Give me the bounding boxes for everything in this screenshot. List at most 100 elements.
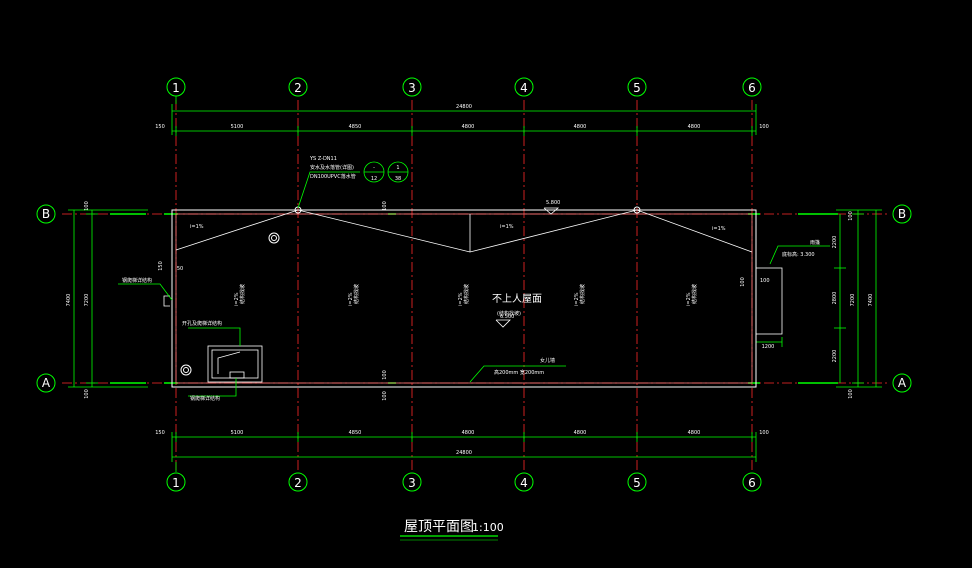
parapet-label: 女儿墙 [540, 357, 555, 364]
slope-dir-1: 结构找坡 [239, 284, 246, 304]
bottom-ladder-note: 钢爬梯详结构 [190, 395, 220, 402]
dim-mark-100-bottom: 100 [382, 370, 388, 380]
annotations: YS Z-DN11 安水及水落管(详图) DN100UPVC落水管 - 12 1… [122, 156, 820, 402]
dim-top-right-offset: 100 [759, 124, 769, 130]
dim-top-span-2: 4850 [349, 124, 362, 130]
dim-left-offset-top: 100 [84, 201, 90, 211]
dimension-texts: 24800 5100 4850 4800 4800 4800 150 100 5… [66, 104, 874, 456]
axis-label-bottom-3: 3 [408, 476, 416, 490]
dim-overall-bottom: 24800 [456, 450, 472, 456]
dim-right-offset-bottom: 100 [848, 389, 854, 399]
slope-main-5: i=2% [686, 292, 692, 306]
slope-labels: i=2% 结构找坡 i=2% 结构找坡 i=2% 结构找坡 i=2% 结构找坡 … [234, 284, 698, 306]
axis-label-bottom-4: 4 [520, 476, 528, 490]
dim-top-span-1: 5100 [231, 124, 244, 130]
dim-right-seg-1: 2200 [832, 236, 838, 249]
drain-note-3: DN100UPVC落水管 [310, 173, 356, 180]
dim-bottom-span-5: 4800 [688, 430, 701, 436]
dim-top-span-3: 4800 [462, 124, 475, 130]
dim-right-inner: 7200 [850, 294, 856, 307]
dimension-lines [68, 96, 882, 472]
roof-hatch [207, 345, 263, 383]
dim-top-span-4: 4800 [574, 124, 587, 130]
detail-ref-b-bottom: 38 [395, 176, 401, 182]
canopy-outline [755, 267, 783, 335]
parapet-dims: 高200mm 宽200mm [494, 369, 544, 376]
dim-canopy-1200: 1200 [762, 344, 775, 350]
axis-label-top-1: 1 [172, 81, 180, 95]
canopy-100: 100 [760, 278, 770, 284]
dim-left-150: 150 [158, 261, 164, 271]
axis-label-right-A: A [898, 376, 907, 390]
drain-note-2: 安水及水落管(详图) [310, 164, 354, 171]
vent-icon-inner [271, 235, 277, 241]
roof-ridge-lines [163, 209, 753, 307]
dim-left-total: 7400 [66, 294, 72, 307]
dim-canopy-100: 100 [740, 277, 746, 287]
dim-right-seg-3: 2200 [832, 350, 838, 363]
drain-note-1: YS Z-DN11 [309, 156, 337, 162]
left-ladder-mark [163, 295, 170, 307]
slope-dir-5: 结构找坡 [691, 284, 698, 304]
dim-bottom-right-offset: 100 [759, 430, 769, 436]
vent-icon [268, 232, 280, 244]
canopy-elevation: 底标高: 3.300 [782, 251, 815, 258]
dim-top-span-5: 4800 [688, 124, 701, 130]
top-elevation: 5.800 [546, 200, 560, 206]
inner-parapet [175, 213, 753, 384]
roof-label: 不上人屋面 [492, 293, 542, 305]
dim-small-50: 50 [177, 266, 183, 272]
left-ladder-note: 钢爬梯详结构 [122, 277, 152, 284]
dim-bottom-span-3: 4800 [462, 430, 475, 436]
slope-main-3: i=2% [458, 292, 464, 306]
dim-bottom-span-1: 5100 [231, 430, 244, 436]
slope-main-2: i=2% [348, 292, 354, 306]
elevation-markers [495, 207, 560, 328]
axis-label-bottom-1: 1 [172, 476, 180, 490]
dim-right-total: 7400 [868, 294, 874, 307]
drawing-title: 屋顶平面图 [404, 519, 474, 535]
drawing-scale: 1:100 [472, 521, 504, 534]
slope-dir-2: 结构找坡 [353, 284, 360, 304]
axis-label-bottom-2: 2 [294, 476, 302, 490]
dim-right-seg-2: 2800 [832, 292, 838, 305]
axis-label-top-4: 4 [520, 81, 528, 95]
axis-label-bottom-6: 6 [748, 476, 756, 490]
slope-small-3: i=1% [712, 226, 726, 232]
dim-bottom-span-2: 4850 [349, 430, 362, 436]
detail-ref-a-top: - [373, 165, 375, 171]
dim-left-offset-bottom: 100 [84, 389, 90, 399]
axis-label-left-A: A [42, 376, 51, 390]
vent-icon [180, 364, 192, 376]
axis-label-top-5: 5 [633, 81, 641, 95]
slope-dir-4: 结构找坡 [579, 284, 586, 304]
hatch-note: 开孔及爬梯详结构 [182, 320, 222, 327]
slope-small-1: i=1% [190, 224, 204, 230]
axis-grid-lines [62, 100, 890, 470]
detail-ref-b-top: 1 [396, 165, 399, 171]
detail-ref-a-bottom: 12 [371, 176, 377, 182]
axis-label-bottom-5: 5 [633, 476, 641, 490]
axis-label-left-B: B [42, 207, 50, 221]
dim-overall-top: 24800 [456, 104, 472, 110]
drain-icon [633, 206, 641, 214]
axis-bubbles [36, 77, 912, 492]
slope-main-4: i=2% [574, 292, 580, 306]
roof-elevation: 6.500 [500, 314, 514, 320]
roof-sub-label: (结构找坡) [497, 310, 521, 317]
dim-bottom-span-4: 4800 [574, 430, 587, 436]
dim-mark-100-top: 100 [382, 201, 388, 211]
dim-mark-100-bottom2: 100 [382, 391, 388, 401]
vent-icon-inner [183, 367, 189, 373]
dim-top-left-offset: 150 [155, 124, 165, 130]
roof-drains [180, 206, 641, 376]
slope-dir-3: 结构找坡 [463, 284, 470, 304]
axis-bubble-labels: 1 2 3 4 5 6 1 2 3 4 5 6 B A B A [42, 81, 907, 490]
dim-right-offset-top: 100 [848, 211, 854, 221]
axis-label-top-2: 2 [294, 81, 302, 95]
axis-label-top-6: 6 [748, 81, 756, 95]
axis-label-top-3: 3 [408, 81, 416, 95]
dim-left-inner: 7200 [84, 294, 90, 307]
